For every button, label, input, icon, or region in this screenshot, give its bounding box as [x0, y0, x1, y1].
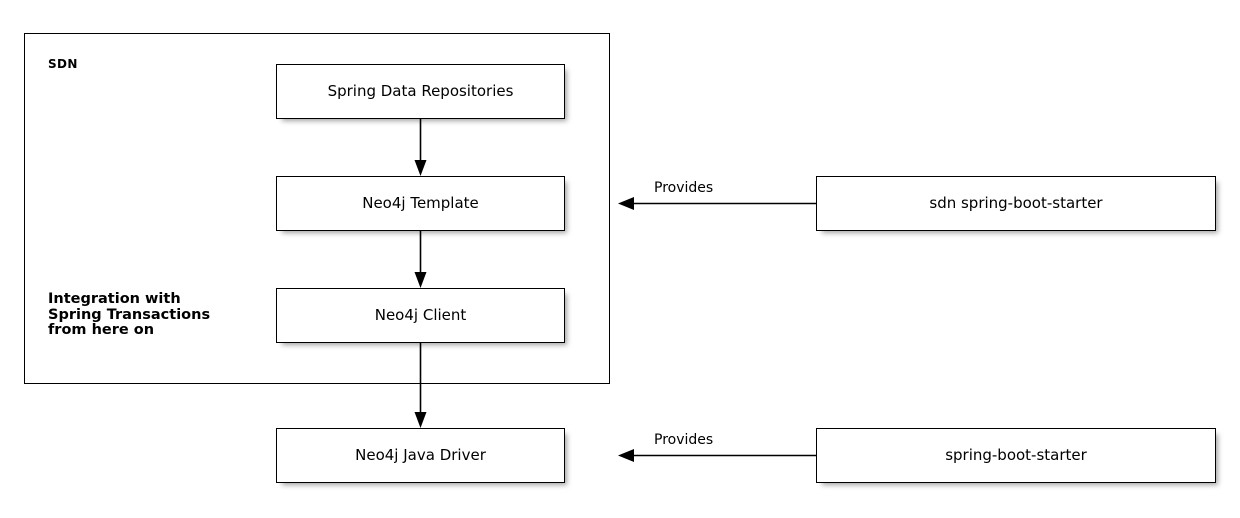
node-spring-boot-starter-label: spring-boot-starter — [945, 446, 1087, 464]
node-neo4j-java-driver[interactable]: Neo4j Java Driver — [276, 428, 565, 483]
node-neo4j-template[interactable]: Neo4j Template — [276, 176, 565, 231]
package-sdn — [24, 33, 610, 384]
edge-sdn-starter-provides — [618, 197, 816, 210]
package-sdn-label: SDN — [48, 57, 78, 71]
note-transactions-line-3: from here on — [48, 322, 155, 338]
note-transactions-line-2: Spring Transactions — [48, 306, 211, 323]
node-neo4j-template-label: Neo4j Template — [362, 194, 479, 212]
edge-label-provides-driver: Provides — [654, 432, 714, 448]
node-spring-data-repositories[interactable]: Spring Data Repositories — [276, 64, 565, 119]
node-neo4j-java-driver-label: Neo4j Java Driver — [355, 446, 486, 464]
node-spring-boot-starter[interactable]: spring-boot-starter — [816, 428, 1216, 483]
node-spring-data-repositories-label: Spring Data Repositories — [327, 82, 514, 100]
edge-starter-provides — [618, 449, 816, 462]
note-transactions-line-1: Integration with — [48, 291, 181, 307]
node-neo4j-client-label: Neo4j Client — [374, 306, 467, 324]
node-neo4j-client[interactable]: Neo4j Client — [276, 288, 565, 343]
node-sdn-spring-boot-starter[interactable]: sdn spring-boot-starter — [816, 176, 1216, 231]
edge-label-provides-template: Provides — [654, 180, 714, 196]
node-sdn-spring-boot-starter-label: sdn spring-boot-starter — [929, 194, 1103, 212]
